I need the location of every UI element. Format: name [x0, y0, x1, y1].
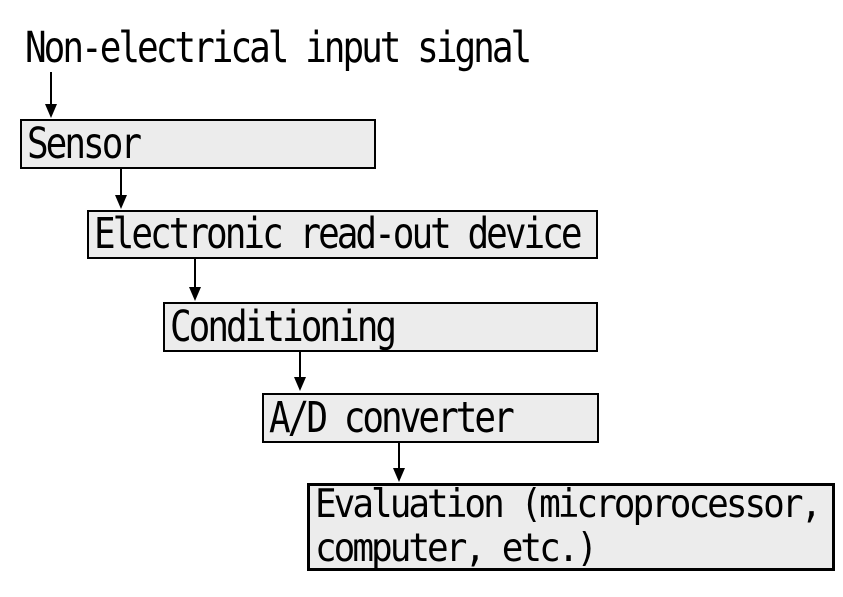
arrow-head-icon [294, 377, 306, 391]
arrow-stem [120, 169, 122, 196]
box-sensor: Sensor [20, 119, 376, 169]
arrow-head-icon [393, 468, 405, 482]
arrow-head-icon [45, 104, 57, 118]
box-conditioning-label: Conditioning [170, 302, 397, 352]
box-ad-converter: A/D converter [262, 393, 599, 443]
box-evaluation: Evaluation (microprocessor, computer, et… [307, 481, 835, 571]
input-signal-label: Non-electrical input signal [25, 24, 532, 73]
box-electronic-readout-device-label: Electronic read-out device [94, 210, 583, 259]
box-conditioning: Conditioning [163, 302, 598, 352]
box-ad-converter-label: A/D converter [269, 393, 515, 443]
box-evaluation-label-line2: computer, etc.) [315, 525, 598, 571]
arrow-head-icon [115, 195, 127, 209]
arrow-stem [50, 72, 52, 105]
arrow-head-icon [189, 287, 201, 301]
box-evaluation-label-line1: Evaluation (microprocessor, [315, 481, 822, 527]
arrow-stem [398, 443, 400, 469]
box-evaluation-label: Evaluation (microprocessor, computer, et… [315, 481, 822, 571]
arrow-stem [299, 352, 301, 378]
box-electronic-readout-device: Electronic read-out device [87, 210, 598, 259]
box-sensor-label: Sensor [27, 119, 142, 169]
arrow-stem [194, 259, 196, 288]
